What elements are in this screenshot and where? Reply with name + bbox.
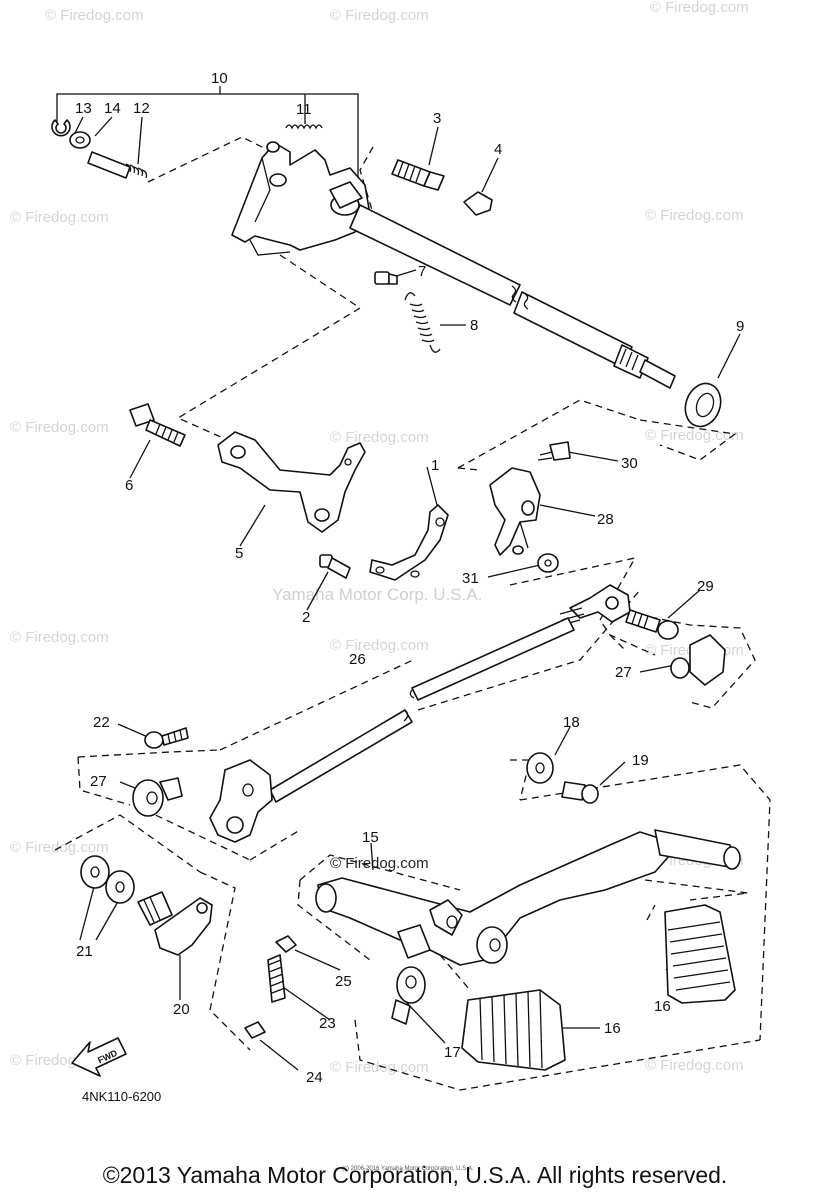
part-number-2: 2 xyxy=(302,609,310,626)
part-number-20: 20 xyxy=(173,1001,190,1018)
bolt-23 xyxy=(267,954,286,1003)
part-number-labels: 1 2 3 4 5 6 7 8 9 10 11 12 13 14 15 16 1… xyxy=(75,70,744,1086)
bolt-19 xyxy=(561,781,599,804)
part-number-28: 28 xyxy=(597,511,614,528)
part-number-26: 26 xyxy=(349,651,366,668)
watermark: © Firedog.com xyxy=(10,629,109,646)
shift-arm-20 xyxy=(137,891,213,956)
footpeg-rubber-16 xyxy=(664,904,736,1004)
part-number-11: 11 xyxy=(296,101,312,118)
bolt-2 xyxy=(319,554,351,579)
watermark: © Firedog.com xyxy=(10,209,109,226)
nut-24 xyxy=(244,1021,266,1039)
part-number-6: 6 xyxy=(125,477,133,494)
part-number-23: 23 xyxy=(319,1015,336,1032)
part-number-16: 16 xyxy=(654,998,671,1015)
part-number-18: 18 xyxy=(563,714,580,731)
part-number-7: 7 xyxy=(418,263,426,280)
part-number-1: 1 xyxy=(431,457,439,474)
bolt-30 xyxy=(537,441,571,461)
footpeg-rubber-16 xyxy=(461,989,566,1071)
shift-shaft-9 xyxy=(349,204,722,428)
diagram-code: 4NK110-6200 xyxy=(82,1089,161,1104)
part-number-9: 9 xyxy=(736,318,744,335)
part-number-3: 3 xyxy=(433,110,441,127)
part-number-5: 5 xyxy=(235,545,243,562)
bolt-22 xyxy=(144,727,189,749)
spring-8 xyxy=(404,292,441,353)
watermark: © Firedog.com xyxy=(330,637,429,654)
spring-11 xyxy=(285,124,323,130)
watermark: © Firedog.com xyxy=(330,429,429,446)
spring-12 xyxy=(87,151,148,179)
rod-end-17 xyxy=(391,966,426,1025)
watermark: © Firedog.com xyxy=(645,427,744,444)
part-number-4: 4 xyxy=(494,141,502,158)
part-number-29: 29 xyxy=(697,578,714,595)
joint-cap-27 xyxy=(670,634,726,686)
shift-arm-28 xyxy=(489,467,541,556)
washer-18 xyxy=(526,752,554,784)
assembly-outlines xyxy=(54,136,771,1091)
shift-arm-assembly-10 xyxy=(231,141,371,256)
copyright-notice: ©2013 Yamaha Motor Corporation, U.S.A. A… xyxy=(102,1162,728,1188)
watermark: © Firedog.com xyxy=(650,0,749,16)
tiny-footer: (c) 2006-2016 Yamaha Motor Corporation, … xyxy=(342,1166,474,1172)
part-number-17: 17 xyxy=(444,1044,461,1061)
part-number-10: 10 xyxy=(211,70,228,87)
part-number-21: 21 xyxy=(76,943,93,960)
bracket-1 xyxy=(369,504,449,581)
bolt-3 xyxy=(391,159,445,191)
parts: FWD xyxy=(51,119,741,1077)
circlip-13 xyxy=(51,119,71,137)
part-number-31: 31 xyxy=(462,570,479,587)
part-number-13: 13 xyxy=(75,100,92,117)
part-number-27: 27 xyxy=(615,664,632,681)
joint-cap-27 xyxy=(132,777,183,817)
clip-4 xyxy=(463,191,493,216)
washer-31 xyxy=(537,553,559,573)
watermark: © Firedog.com xyxy=(645,1057,744,1074)
shift-pedal-15 xyxy=(315,829,741,966)
part-number-22: 22 xyxy=(93,714,110,731)
forward-arrow-icon: FWD xyxy=(71,1037,127,1077)
bracket-plate-5 xyxy=(217,431,366,533)
bolt-29 xyxy=(625,609,679,640)
part-number-12: 12 xyxy=(133,100,150,117)
bolt-6 xyxy=(129,403,186,447)
watermark: © Firedog.com xyxy=(10,419,109,436)
part-number-15: 15 xyxy=(362,829,379,846)
part-number-30: 30 xyxy=(621,455,638,472)
highlight-watermark: © Firedog.com xyxy=(330,855,429,872)
rod-end xyxy=(209,759,273,843)
washers-21 xyxy=(80,855,135,904)
watermark: © Firedog.com xyxy=(330,7,429,24)
center-watermark: Yamaha Motor Corp. U.S.A. xyxy=(272,585,482,604)
watermark: © Firedog.com xyxy=(45,7,144,24)
part-number-14: 14 xyxy=(104,100,121,117)
watermark: © Firedog.com xyxy=(645,207,744,224)
bolt-7 xyxy=(374,271,398,285)
nut-25 xyxy=(275,935,297,953)
part-number-16: 16 xyxy=(604,1020,621,1037)
washer-14 xyxy=(69,131,91,149)
part-number-24: 24 xyxy=(306,1069,323,1086)
shift-rod-26 xyxy=(269,584,631,803)
part-number-25: 25 xyxy=(335,973,352,990)
watermark: © Firedog.com xyxy=(330,1059,429,1076)
part-number-27: 27 xyxy=(90,773,107,790)
leader-lines xyxy=(56,86,741,1071)
part-number-8: 8 xyxy=(470,317,478,334)
part-number-19: 19 xyxy=(632,752,649,769)
